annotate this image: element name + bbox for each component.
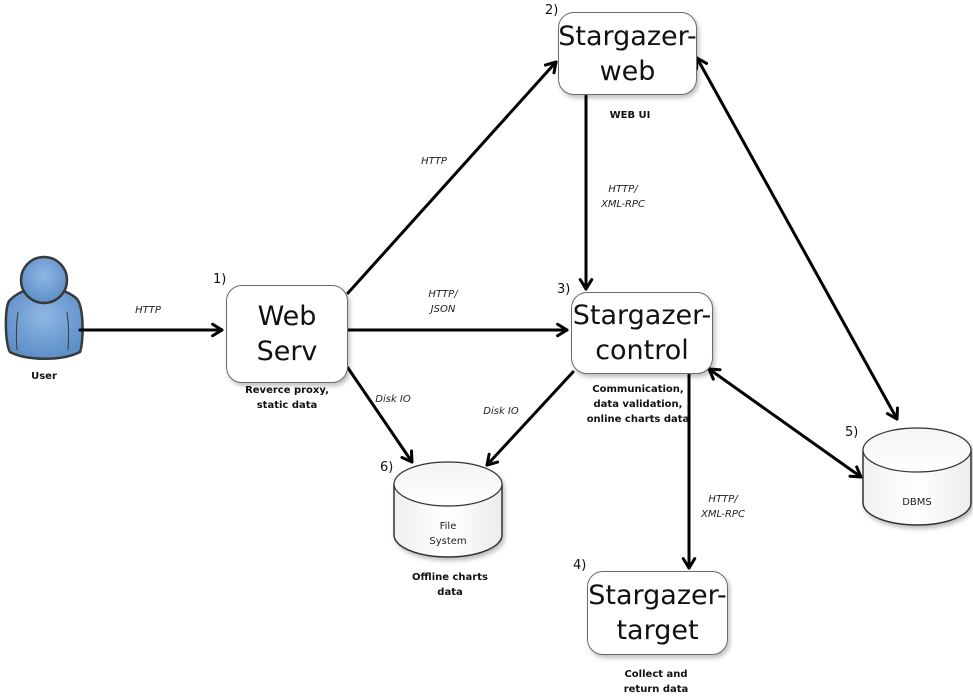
- web-serv-node: Web Serv: [226, 285, 348, 383]
- connector-stargazer-control-to-stargazer-target: [681, 373, 697, 570]
- file-system-number: 6): [380, 460, 394, 475]
- edge-label-control-target: HTTP/ XML-RPC: [701, 494, 745, 520]
- arrowhead-icon: [485, 452, 500, 467]
- stargazer-web-number: 2): [545, 3, 559, 18]
- user-label: User: [31, 371, 57, 382]
- edge-label-webserv-web: HTTP: [421, 156, 447, 167]
- dbms-label: DBMS: [902, 497, 932, 508]
- arrowhead-icon: [211, 322, 224, 338]
- file-system-cylinder-icon: [393, 461, 503, 558]
- stargazer-web-node: Stargazer- web: [558, 12, 697, 95]
- stargazer-control-description: Communication, data validation, online c…: [586, 384, 690, 425]
- dbms-number: 5): [845, 425, 859, 440]
- stargazer-target-title: Stargazer- target: [588, 580, 727, 646]
- connector-web-serv-to-stargazer-web: [346, 60, 558, 295]
- edge-label-webserv-control: HTTP/ JSON: [428, 289, 458, 315]
- edge-label-web-control: HTTP/ XML-RPC: [601, 184, 645, 210]
- arrowhead-icon: [885, 406, 899, 421]
- web-serv-title: Web Serv: [256, 301, 318, 367]
- stargazer-control-number: 3): [557, 282, 571, 297]
- arrowhead-icon: [578, 278, 594, 291]
- arrowhead-icon: [707, 367, 722, 381]
- arrowhead-icon: [848, 465, 863, 479]
- connector-stargazer-web-to-stargazer-control: [578, 94, 594, 291]
- stargazer-target-description: Collect and return data: [623, 669, 689, 695]
- stargazer-web-description: WEB UI: [609, 110, 651, 121]
- dbms-cylinder-icon: [862, 427, 972, 526]
- arrowhead-icon: [400, 449, 414, 464]
- arrowhead-icon: [681, 557, 697, 570]
- stargazer-control-node: Stargazer- control: [571, 292, 713, 374]
- connector-stargazer-web-to-dbms: [695, 56, 899, 421]
- edge-label-control-fs: Disk IO: [483, 406, 519, 417]
- user-icon: [4, 255, 84, 360]
- web-serv-number: 1): [213, 272, 227, 287]
- connector-stargazer-control-to-file-system: [485, 370, 575, 467]
- connector-web-serv-to-file-system: [346, 366, 414, 464]
- connector-user-to-web-serv: [78, 322, 224, 338]
- stargazer-target-node: Stargazer- target: [587, 571, 728, 655]
- arrowhead-icon: [556, 322, 569, 338]
- file-system-label: File System: [429, 521, 467, 547]
- stargazer-control-title: Stargazer- control: [572, 300, 712, 366]
- connector-stargazer-control-to-dbms: [707, 367, 863, 479]
- web-serv-description: Reverce proxy, static data: [245, 385, 329, 411]
- file-system-description: Offline charts data: [412, 572, 488, 598]
- stargazer-target-number: 4): [573, 558, 587, 573]
- connector-web-serv-to-stargazer-control: [346, 322, 569, 338]
- arrowhead-icon: [543, 60, 558, 75]
- edge-label-webserv-fs: Disk IO: [375, 394, 411, 405]
- edge-label-user-webserv: HTTP: [135, 305, 161, 316]
- stargazer-web-title: Stargazer- web: [558, 20, 697, 87]
